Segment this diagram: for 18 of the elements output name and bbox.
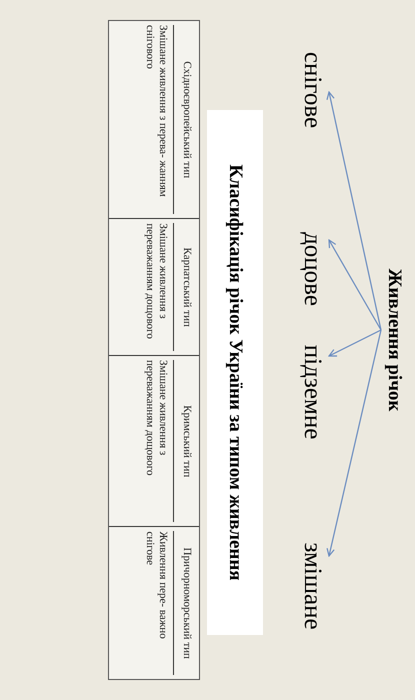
category-text: снігове: [300, 52, 326, 128]
table-cell-text: Змішане живлення з переважанням дощового: [144, 360, 169, 478]
category-text: доцове: [300, 232, 326, 306]
table-cell-text: Змішане живлення з переважанням дощового: [144, 223, 169, 341]
arrow: [328, 329, 382, 357]
category-text: змішане: [300, 542, 326, 630]
heading-text: Живлення річок: [386, 268, 404, 412]
category-text: підземне: [300, 344, 326, 440]
title-text: Класифікація річок України за типом живлення: [224, 164, 248, 581]
table-header-cell-text: Східноєвропейський тип: [180, 61, 194, 178]
table-cell-text: Живлення пере- важно снігове: [144, 531, 169, 641]
table-cell-text: Змішане живлення з перева- жанням снігового: [144, 25, 169, 199]
table-header-cell-text: Карпатський тип: [180, 248, 194, 327]
arrow: [326, 330, 382, 557]
arrow: [328, 239, 382, 330]
table-header-cell-text: Причорноморський тип: [180, 548, 194, 659]
arrow: [326, 91, 382, 330]
table-header-cell-text: Кримський тип: [180, 405, 194, 478]
